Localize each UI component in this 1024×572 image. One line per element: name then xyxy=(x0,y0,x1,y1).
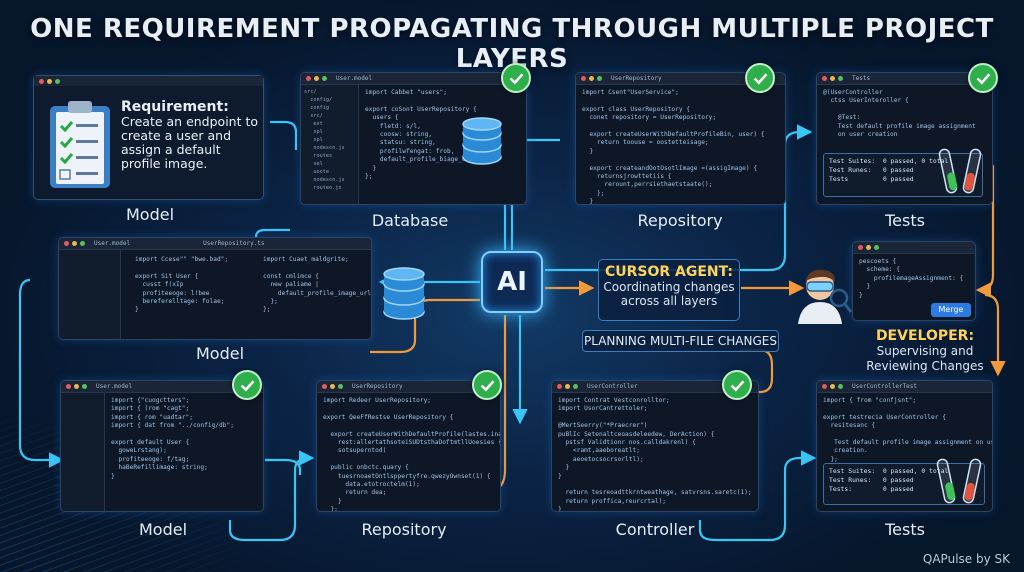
check-icon xyxy=(745,63,775,93)
wire-tests-to-developer xyxy=(975,165,995,298)
label-database: Database xyxy=(371,211,449,230)
developer-text: Supervising and Reviewing Changes xyxy=(866,344,984,373)
label-repository-bottom: Repository xyxy=(361,520,447,539)
controller-tab: UserController xyxy=(587,383,638,390)
model-code-middle: import Ccese"" "bwe.bad"; export Sit Use… xyxy=(135,256,229,314)
requirement-panel: Requirement: Create an endpoint to creat… xyxy=(33,75,264,200)
model-panel-bottom: User.model import {"cuogctters"; import … xyxy=(60,380,264,512)
test-tubes-icon xyxy=(936,458,982,504)
test-tubes-icon xyxy=(938,148,982,194)
footer-credit: QAPulse by SK xyxy=(922,552,1010,566)
cursor-agent-heading: CURSOR AGENT: xyxy=(604,264,734,280)
check-icon xyxy=(722,370,752,400)
label-model-bottom: Model xyxy=(138,520,188,539)
developer-code: pescoets { scheme: { profilemageAssignme… xyxy=(859,258,964,299)
label-tests-top: Tests xyxy=(885,211,925,230)
label-tests-bottom: Tests xyxy=(885,520,925,539)
label-model-middle: Model xyxy=(195,344,245,363)
file-explorer xyxy=(61,393,105,511)
wire-left-loop xyxy=(18,278,65,468)
clipboard-checklist-icon xyxy=(50,101,110,188)
wire-model-up xyxy=(254,228,290,250)
repository-code-middle: import Cuaet maldgrite; const cmlimce { … xyxy=(263,256,372,314)
file-explorer: src/ config/ config src/ ext spl spl nod… xyxy=(301,85,359,204)
tests-code-top: @(UserController ctss UserInteroller { @… xyxy=(823,89,976,139)
requirement-text-block: Requirement: Create an endpoint to creat… xyxy=(121,100,261,171)
test-results-bottom: Test Suites: 0 passed, 0 total Test Rune… xyxy=(823,463,985,505)
model-tab-middle: User.model xyxy=(94,240,131,247)
wire-req-to-db xyxy=(270,120,298,150)
tests-tab-bottom: UserControllerTest xyxy=(852,383,918,390)
planning-badge: PLANNING MULTI-FILE CHANGES xyxy=(582,330,779,352)
model-tab-bottom: User.model xyxy=(96,383,133,390)
tests-panel-bottom: UserControllerTest import { from "confjs… xyxy=(816,380,993,512)
check-icon xyxy=(472,370,502,400)
repository-tab-middle: UserRepository.ts xyxy=(203,240,265,247)
database-icon xyxy=(462,117,502,165)
merge-button[interactable]: Merge xyxy=(931,303,971,317)
label-model-top: Model xyxy=(125,205,175,224)
requirement-heading: Requirement: xyxy=(121,99,229,115)
ai-chip: AI xyxy=(481,251,543,313)
repository-code-bottom: import Redeer UserRepository; export Qee… xyxy=(323,397,500,512)
database-panel: User.model src/ config/ config src/ ext … xyxy=(300,72,527,205)
wire-developer-to-tests-bottom xyxy=(984,293,1006,377)
wire-controller-to-tests xyxy=(698,450,817,542)
database-icon xyxy=(383,267,425,320)
developer-caption: DEVELOPER: Supervising and Reviewing Cha… xyxy=(850,328,1000,374)
check-icon xyxy=(501,63,531,93)
developer-review-panel: pescoets { scheme: { profilemageAssignme… xyxy=(852,241,976,321)
tests-tab-top: Tests xyxy=(852,75,871,82)
model-panel-middle: User.model UserRepository.ts import Ccese… xyxy=(58,237,372,340)
database-code: import Cabbet "users"; export coSont Use… xyxy=(365,89,477,181)
model-code-bottom: import {"cuogctters"; import { (rom "cag… xyxy=(111,397,234,480)
controller-panel: UserController import Contrat Vestconrol… xyxy=(551,380,759,512)
file-explorer xyxy=(59,250,121,339)
repository-code-top: import Csent"UserService"; export class … xyxy=(582,89,765,205)
controller-code: import Contrat Vestconrolltor; import Us… xyxy=(558,397,752,512)
developer-avatar-icon xyxy=(798,269,853,324)
cursor-agent-box: CURSOR AGENT: Coordinating changes acros… xyxy=(598,259,740,321)
repository-tab-bottom: UserRepository xyxy=(352,383,403,390)
label-controller: Controller xyxy=(615,520,695,539)
repository-panel-bottom: UserRepository import Redeer UserReposit… xyxy=(316,380,501,512)
tests-panel-top: Tests @(UserController ctss UserInteroll… xyxy=(816,72,993,205)
check-icon xyxy=(968,63,998,93)
tests-code-bottom: import { from "confjsnt"; export testrec… xyxy=(823,397,992,463)
developer-heading: DEVELOPER: xyxy=(875,328,975,344)
repository-panel-top: UserRepository import Csent"UserService"… xyxy=(575,72,786,205)
wire-bottom-loop xyxy=(228,450,315,542)
page-title: ONE REQUIREMENT PROPAGATING THROUGH MULT… xyxy=(30,14,994,74)
check-icon xyxy=(232,370,262,400)
label-repository-top: Repository xyxy=(637,211,723,230)
repository-tab-top: UserRepository xyxy=(611,75,662,82)
database-tab: User.model xyxy=(336,75,373,82)
cursor-agent-text: Coordinating changes across all layers xyxy=(603,280,735,308)
requirement-text: Create an endpoint to create a user and … xyxy=(121,114,259,171)
